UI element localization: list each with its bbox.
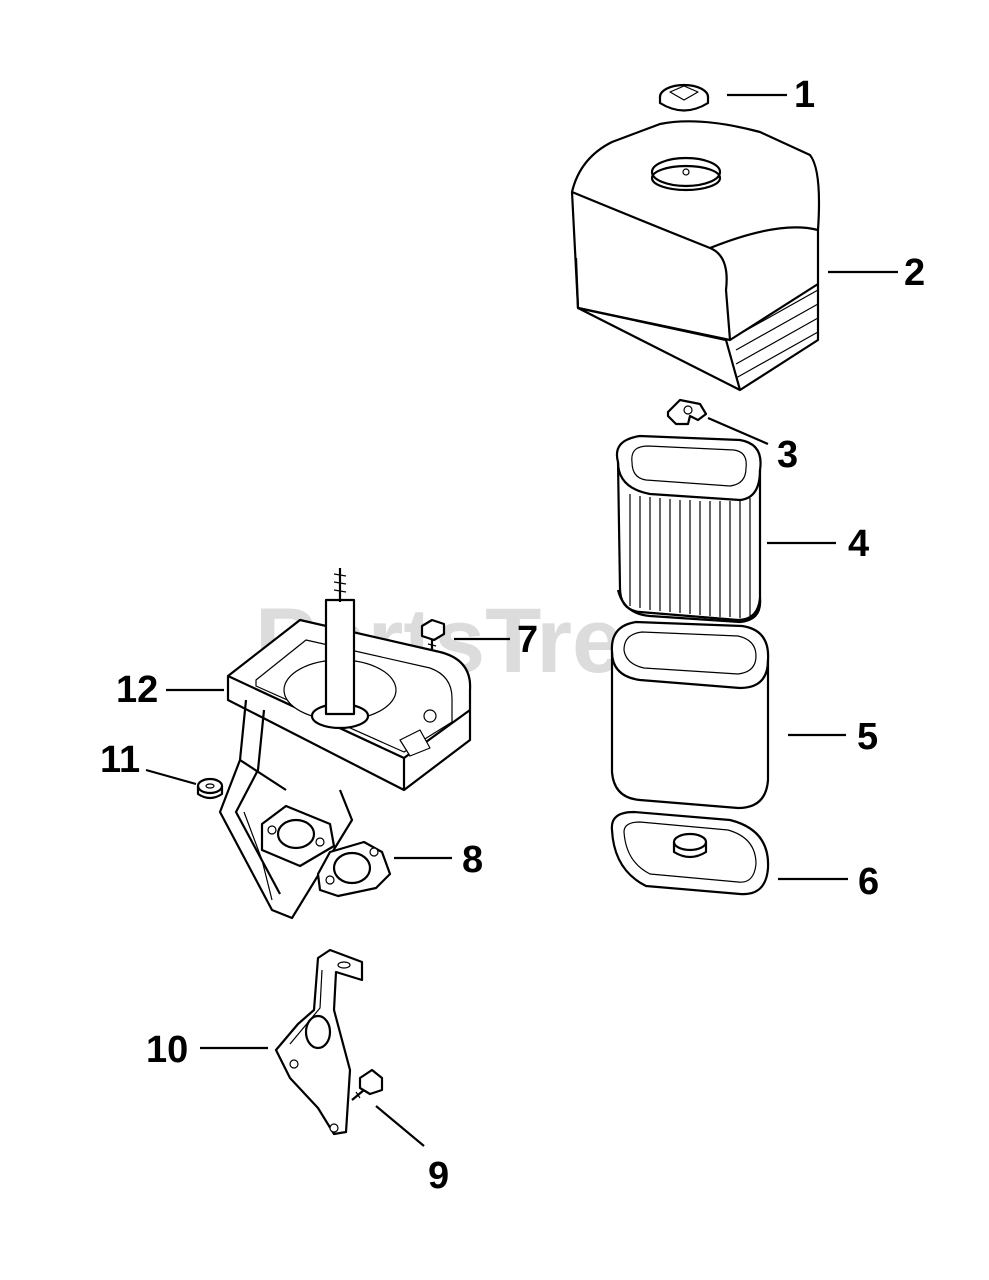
callout-11[interactable]: 11 — [100, 739, 140, 781]
air-cleaner-cover-part[interactable] — [570, 120, 821, 392]
nut-part[interactable] — [196, 777, 224, 800]
seal-plate-part[interactable] — [610, 810, 770, 896]
gasket-part[interactable] — [316, 840, 392, 898]
callout-12[interactable]: 12 — [116, 669, 158, 711]
wing-nut-inner-part[interactable] — [666, 398, 708, 426]
callout-5[interactable]: 5 — [857, 716, 878, 758]
callout-10[interactable]: 10 — [146, 1029, 188, 1071]
air-cleaner-base-part[interactable] — [218, 568, 472, 920]
leader-11 — [145, 768, 197, 786]
callout-9[interactable]: 9 — [428, 1155, 449, 1197]
callout-8[interactable]: 8 — [462, 839, 483, 881]
paper-filter-element-part[interactable] — [615, 434, 762, 624]
bracket-part[interactable] — [274, 948, 364, 1136]
callout-3[interactable]: 3 — [777, 434, 798, 476]
leader-9 — [375, 1105, 425, 1147]
callout-1[interactable]: 1 — [794, 74, 815, 116]
screw-bracket-part[interactable] — [351, 1068, 384, 1101]
callout-6[interactable]: 6 — [858, 861, 879, 903]
callout-2[interactable]: 2 — [904, 252, 925, 294]
leader-3 — [707, 416, 769, 446]
foam-pre-cleaner-part[interactable] — [610, 620, 770, 810]
callout-7[interactable]: 7 — [517, 619, 538, 661]
callout-4[interactable]: 4 — [848, 523, 869, 565]
wing-nut-top-part[interactable] — [658, 83, 710, 112]
